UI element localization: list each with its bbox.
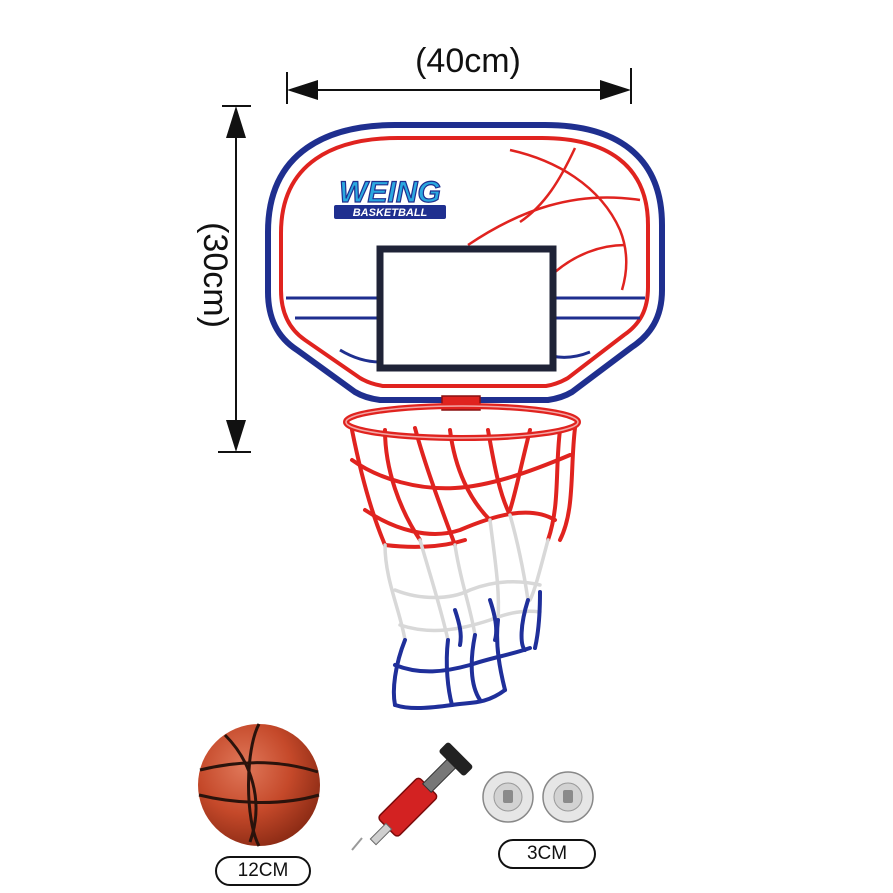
pump-needle [351,837,363,851]
logo-title: WEING [339,176,441,209]
backboard-stripes [286,296,645,364]
arrow-up-icon [226,106,246,138]
net [350,426,577,710]
arrow-right-icon [600,80,631,100]
pump-handle [439,742,473,776]
basketball [198,723,320,847]
suction-cup-left [482,771,534,823]
backboard: WEING BASKETBALL [265,122,665,411]
width-label: (40cm) [415,42,521,80]
width-dimension: (40cm) [286,42,632,104]
logo-subtitle: BASKETBALL [353,207,428,219]
pump-nozzle [369,822,393,846]
brand-logo: WEING BASKETBALL [334,175,446,219]
pump [351,742,473,851]
suction-cup-right [542,771,594,823]
shooting-square [376,245,557,372]
height-dimension: (30cm) [196,105,251,453]
basketball-seam-graphic [467,147,641,291]
backboard-inner-border [279,136,650,388]
height-label: (30cm) [196,222,234,328]
suction-cup-size-label: 3CM [498,839,596,869]
ball-size-label: 12CM [215,856,311,886]
arrow-left-icon [287,80,318,100]
ball-body [198,724,320,846]
ball-seams [198,723,320,847]
suction-cups [482,771,594,823]
rim [343,403,581,441]
arrow-down-icon [226,420,246,452]
